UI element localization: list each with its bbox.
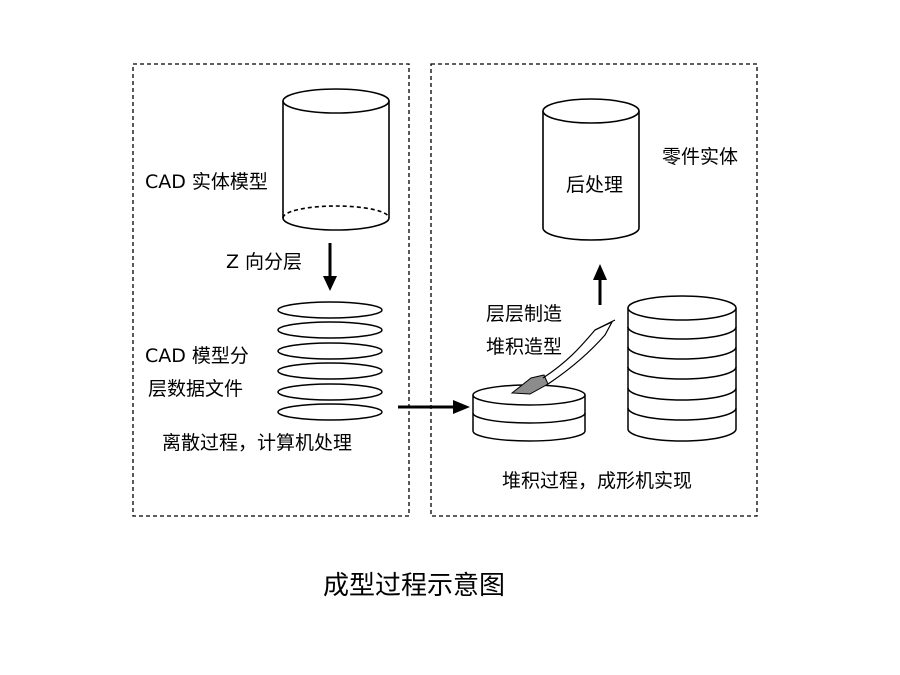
finished-stack <box>627 295 737 442</box>
figure-caption: 成型过程示意图 <box>323 571 506 601</box>
building-stack <box>472 384 586 442</box>
z-layering-label: Z 向分层 <box>226 251 303 273</box>
layer-slices <box>277 301 383 421</box>
part-entity-label: 零件实体 <box>662 146 739 168</box>
deposition-nozzle <box>510 319 616 395</box>
z-layering-arrow <box>323 243 337 291</box>
cad-layer-data-label-line1: CAD 模型分 <box>145 345 249 367</box>
post-process-arrow <box>593 264 607 305</box>
stacking-process-panel <box>430 63 758 517</box>
discrete-process-label: 离散过程，计算机处理 <box>162 432 353 454</box>
cad-layer-data-label-line2: 层数据文件 <box>148 378 244 400</box>
post-processing-label: 后处理 <box>566 174 624 196</box>
stacking-forming-label: 堆积造型 <box>486 336 563 358</box>
layer-manufacturing-label: 层层制造 <box>486 303 563 325</box>
transfer-arrow <box>398 400 470 414</box>
part-cylinder <box>542 98 640 241</box>
cad-solid-model-label: CAD 实体模型 <box>145 171 268 193</box>
cad-solid-cylinder <box>282 88 390 231</box>
stacking-process-label: 堆积过程，成形机实现 <box>502 470 693 492</box>
